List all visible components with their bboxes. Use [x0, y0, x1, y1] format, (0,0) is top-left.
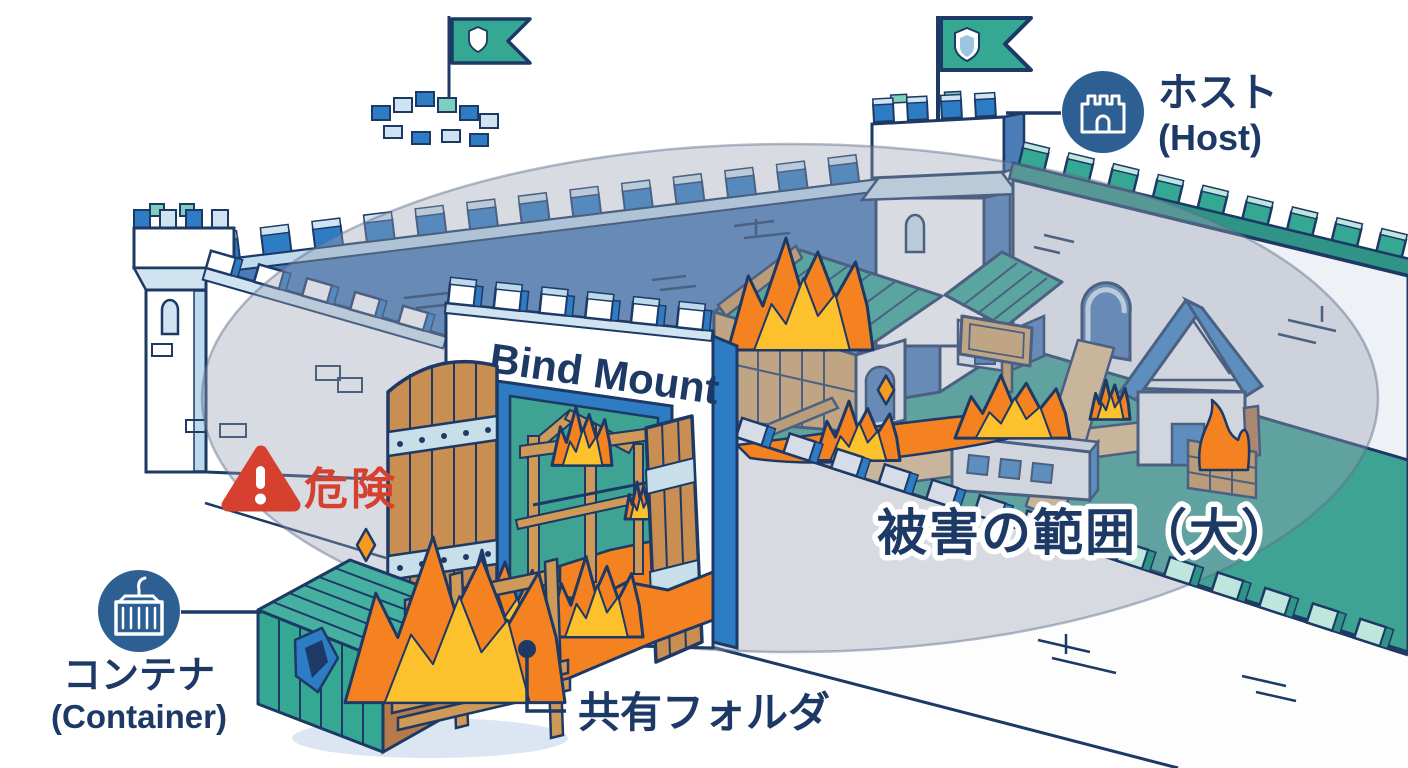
far-turret-flag [371, 16, 532, 147]
host-badge [1062, 71, 1144, 153]
host-label-en: (Host) [1158, 117, 1262, 158]
main-tower [859, 16, 1033, 348]
signboard [958, 314, 1034, 394]
keep-arch-door [1080, 281, 1132, 362]
shared-folder-label-group: 共有フォルダ [518, 640, 830, 736]
container-label-group: コンテナ (Container) [51, 570, 262, 735]
brick-marks [1037, 634, 1297, 703]
container-label-en: (Container) [51, 698, 227, 735]
front-wall-base-line [699, 642, 1179, 768]
front-wall-inner-face [700, 438, 1408, 768]
container-icon [114, 576, 164, 636]
damage-scope-label: 被害の範囲（大） [877, 505, 1293, 561]
gate-door-left [386, 359, 499, 648]
burning-bin [949, 424, 1101, 504]
arrow-slit-window [160, 298, 180, 336]
danger-label-group: 危険 [221, 445, 398, 514]
host-label-group: ホスト (Host) [1006, 71, 1278, 158]
host-label-jp: ホスト [1158, 71, 1278, 115]
inner-parapet [734, 416, 1408, 657]
shared-folder-label: 共有フォルダ [578, 689, 830, 736]
container-label-jp: コンテナ [63, 655, 215, 697]
brick-marks [403, 219, 791, 310]
far-turret-crenellation [371, 91, 499, 147]
danger-label: 危険 [304, 465, 398, 514]
castle-icon [1080, 94, 1126, 134]
container-illustration [256, 527, 572, 758]
ground-line [204, 501, 387, 560]
